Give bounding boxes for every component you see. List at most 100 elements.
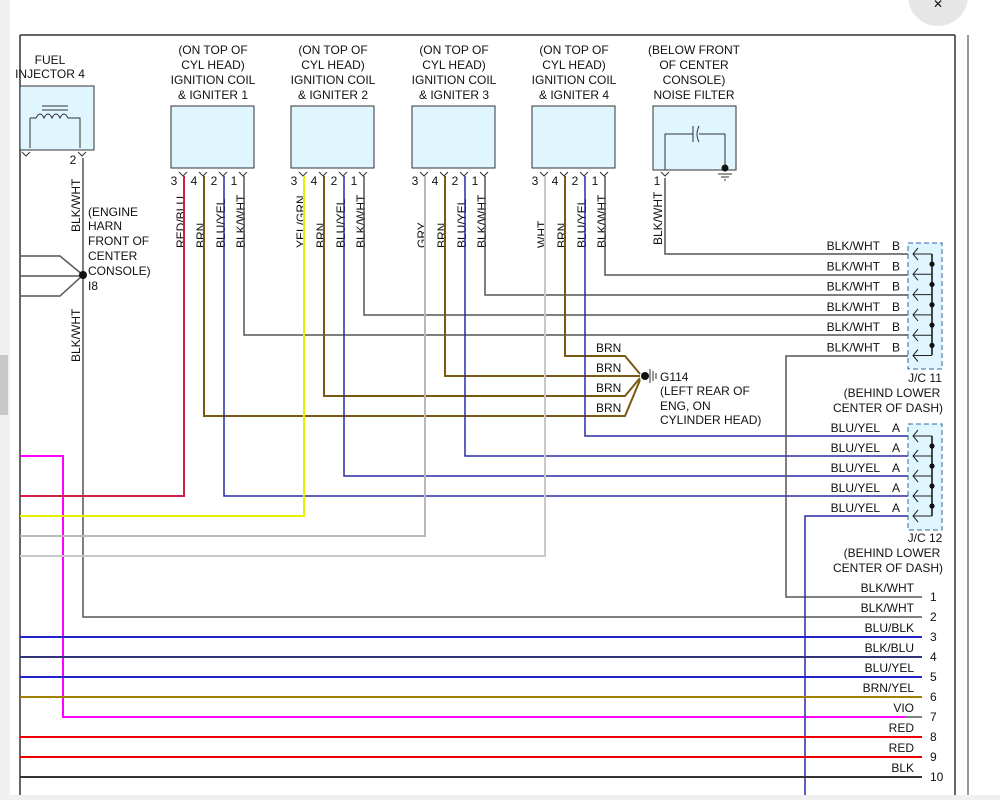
wire-coil3-brn — [444, 176, 640, 377]
coil-1-label-3: IGNITION COIL — [171, 73, 256, 87]
wire-coil1-blu-yel — [223, 176, 910, 497]
jc11-pin-6: B — [892, 341, 900, 355]
coil-4-terminal-2 — [579, 171, 589, 177]
jc11-label-2: (BEHIND LOWER — [844, 386, 941, 400]
coil-4-label-2: CYL HEAD) — [542, 58, 606, 72]
fuel-injector-pin: 2 — [70, 153, 77, 167]
jc12-wire-label-5: BLU/YEL — [831, 501, 881, 515]
coil-1-pin-2: 2 — [211, 174, 218, 188]
wire-coil2-blu-yel — [343, 176, 910, 477]
coil-3-pin-1: 1 — [472, 174, 479, 188]
coil-3-label-2: CYL HEAD) — [422, 58, 486, 72]
wire-coil4-brn — [564, 176, 641, 375]
ground-g114: BRN BRN BRN BRN G114 (LEFT REAR OF ENG, … — [596, 341, 761, 427]
coil-1-label-4: & IGNITER 1 — [178, 88, 248, 102]
bus-wire-label-3: BLU/BLK — [865, 621, 914, 635]
bus-pin-6: 6 — [930, 690, 937, 704]
close-icon[interactable]: ✕ — [933, 0, 943, 11]
coil-1-pin-3: 3 — [171, 174, 178, 188]
bus-pin-10: 10 — [930, 770, 944, 784]
jc12-wire-label-1: BLU/YEL — [831, 421, 881, 435]
bus-pin-7: 7 — [930, 710, 937, 724]
jc12-terminal-4 — [912, 489, 932, 503]
jc12-label-1: J/C 12 — [908, 531, 943, 545]
g114-dot — [641, 372, 649, 380]
coil-4-label-3: IGNITION COIL — [532, 73, 617, 87]
scroll-handle[interactable] — [0, 355, 8, 415]
jc11-terminal-2 — [912, 267, 932, 281]
coil-3-wire-2: BRN — [435, 223, 449, 248]
bus-wire-label-10: BLK — [891, 761, 914, 775]
bus-pin-1: 1 — [930, 590, 937, 604]
coil-4-wire-3: BLU/YEL — [575, 198, 589, 248]
jc12-pin-3: A — [892, 461, 900, 475]
coil-2-label-4: & IGNITER 2 — [298, 88, 368, 102]
fuel-injector-label-2: INJECTOR 4 — [15, 67, 85, 81]
bus-pin-5: 5 — [930, 670, 937, 684]
coil-3-wire-3: BLU/YEL — [455, 198, 469, 248]
coil-2-pin-4: 4 — [311, 174, 318, 188]
noise-filter-ground-icon — [718, 173, 732, 181]
fuel-injector-label-1: FUEL — [35, 53, 66, 67]
jc12-pin-4: A — [892, 481, 900, 495]
fuel-injector-4: FUEL INJECTOR 4 2 — [15, 53, 95, 167]
noise-filter-wire-label: BLK/WHT — [651, 191, 665, 245]
jc11-terminal-5 — [912, 328, 932, 342]
jc12-wire-label-2: BLU/YEL — [831, 441, 881, 455]
close-button[interactable]: ✕ — [908, 0, 968, 26]
coil-2-wire-4: BLK/WHT — [354, 194, 368, 248]
g114-wire-3: BRN — [596, 381, 621, 395]
coil-2-label-3: IGNITION COIL — [291, 73, 376, 87]
coil-1-box — [170, 105, 255, 169]
jc11-label-1: J/C 11 — [908, 371, 942, 385]
jc12-pin-5: A — [892, 501, 900, 515]
injector-coil-icon — [29, 113, 81, 148]
bus-wire-label-9: RED — [889, 741, 915, 755]
jc11-pin-4: B — [892, 300, 900, 314]
coil-4-pin-1: 1 — [592, 174, 599, 188]
wire-coil1-brn — [203, 176, 641, 417]
jc11-junction-dot — [929, 342, 935, 348]
jc11-wire-label-5: BLK/WHT — [827, 320, 881, 334]
i8-label-2: HARN — [88, 219, 122, 233]
bus-pin-4: 4 — [930, 650, 937, 664]
jc11-pin-2: B — [892, 259, 900, 273]
coil-4-pin-3: 3 — [532, 174, 539, 188]
jc12-terminal-5 — [912, 509, 932, 523]
i8-id: I8 — [88, 279, 98, 293]
jc12-wire-label-4: BLU/YEL — [831, 481, 881, 495]
g114-label-3: CYLINDER HEAD) — [660, 413, 761, 427]
coil-2-pin-3: 3 — [291, 174, 298, 188]
jc11-terminal-1 — [912, 247, 932, 261]
jc11-junction-dot — [929, 302, 935, 308]
g114-ground-icon — [649, 369, 657, 383]
coil-4-pin-2: 2 — [572, 174, 579, 188]
wire-coil2-brn — [323, 176, 641, 397]
wire-coil4-blk-wht — [604, 176, 910, 276]
wire-coil2-blk-wht — [363, 176, 910, 316]
capacitor-icon — [664, 133, 726, 170]
g114-wire-2: BRN — [596, 361, 621, 375]
i8-label-4: CENTER — [88, 249, 138, 263]
jc11-junction-dot — [929, 261, 935, 267]
wire-coil3-blk-wht — [484, 176, 910, 296]
coil-1-terminal-2 — [218, 171, 228, 177]
jc11-junction-dot — [929, 322, 935, 328]
jc11-wire-label-1: BLK/WHT — [827, 239, 881, 253]
i8-wire-label-bottom: BLK/WHT — [69, 308, 83, 362]
coil-1-terminal-1 — [238, 171, 248, 177]
coil-3-pin-2: 2 — [452, 174, 459, 188]
coil-3-label-4: & IGNITER 3 — [419, 88, 489, 102]
coil-2-label-2: CYL HEAD) — [301, 58, 365, 72]
coil-4-label-1: (ON TOP OF — [539, 43, 608, 57]
wire-noise-filter — [664, 178, 910, 255]
coil-1-wire-3: BLU/YEL — [214, 198, 228, 248]
jc12-junction-dot — [929, 483, 935, 489]
coil-4-box — [531, 105, 616, 169]
connector-bus: BLK/WHT1BLK/WHT2BLU/BLK3BLK/BLU4BLU/YEL5… — [20, 581, 944, 784]
junction-connector-12: J/C 12 (BEHIND LOWER CENTER OF DASH) BLU… — [831, 421, 943, 575]
